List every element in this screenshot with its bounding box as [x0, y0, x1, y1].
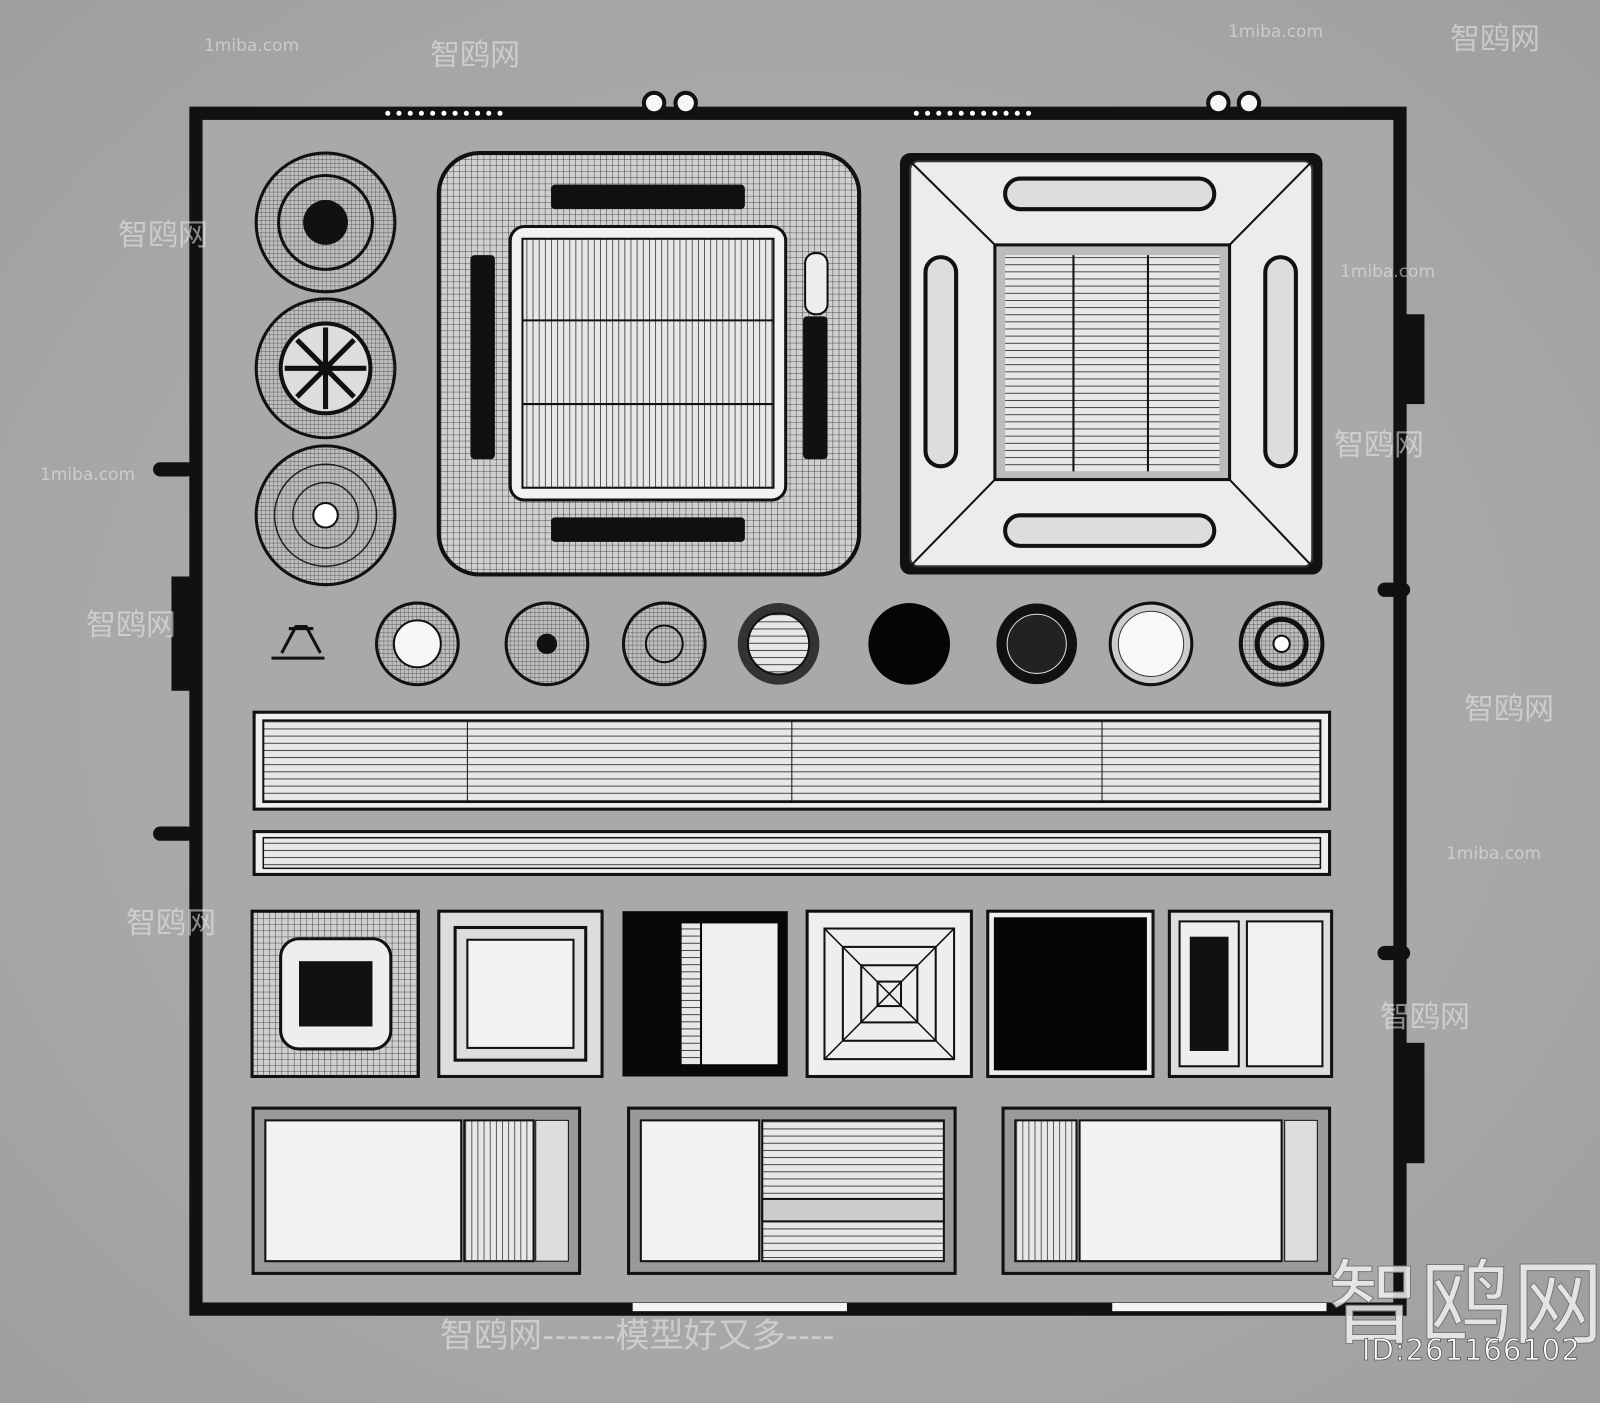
rect-panel-2 [627, 1106, 957, 1275]
round-diffuser-3 [254, 444, 397, 587]
watermark-site: 1miba.com [1228, 22, 1324, 42]
watermark-brand: 智鸥网 [430, 38, 520, 73]
watermark-site: 1miba.com [40, 465, 136, 485]
watermark-site: 1miba.com [204, 36, 300, 56]
square-diffuser-concentric [805, 909, 973, 1079]
round-diffuser-1 [254, 151, 397, 294]
watermark-site: 1miba.com [1446, 844, 1542, 864]
bath-heater-panel [1167, 909, 1334, 1079]
spotlights-top [641, 90, 1262, 116]
watermark-brand: 智鸥网 [126, 906, 216, 941]
square-panel-black [986, 909, 1155, 1079]
rect-panel-3 [1001, 1106, 1332, 1275]
watermark-brand: 智鸥网 [1380, 1000, 1470, 1035]
swirl-diffuser [254, 297, 397, 440]
watermark-brand: 智鸥网 [1464, 692, 1554, 727]
watermark-brand: 智鸥网 [118, 218, 208, 253]
watermark-id: ID:261166102 [1362, 1333, 1581, 1368]
cassette-ac-unit-1 [436, 151, 862, 577]
watermark-brand: 智鸥网 [86, 608, 176, 643]
square-cassette-small [250, 909, 420, 1079]
square-panel-framed [437, 909, 604, 1079]
rect-panel-1 [251, 1106, 582, 1275]
watermark-brand: 智鸥网 [1450, 22, 1540, 57]
watermark-slogan: 智鸥网------模型好又多---- [440, 1316, 835, 1356]
sprinkler-head [271, 624, 325, 660]
top-led-strip-right [912, 109, 1033, 117]
watermark-brand-large: 智鸥网 [1327, 1251, 1600, 1359]
cassette-ac-unit-2 [899, 153, 1323, 575]
linear-slot-diffuser-wide [252, 710, 1332, 811]
linear-slot-diffuser-narrow [252, 830, 1332, 876]
square-panel-vent-light [622, 911, 788, 1077]
top-led-strip-left [384, 109, 504, 117]
watermark-brand: 智鸥网 [1334, 428, 1424, 463]
watermark-site: 1miba.com [1340, 262, 1436, 282]
small-round-fixtures [375, 600, 1325, 687]
